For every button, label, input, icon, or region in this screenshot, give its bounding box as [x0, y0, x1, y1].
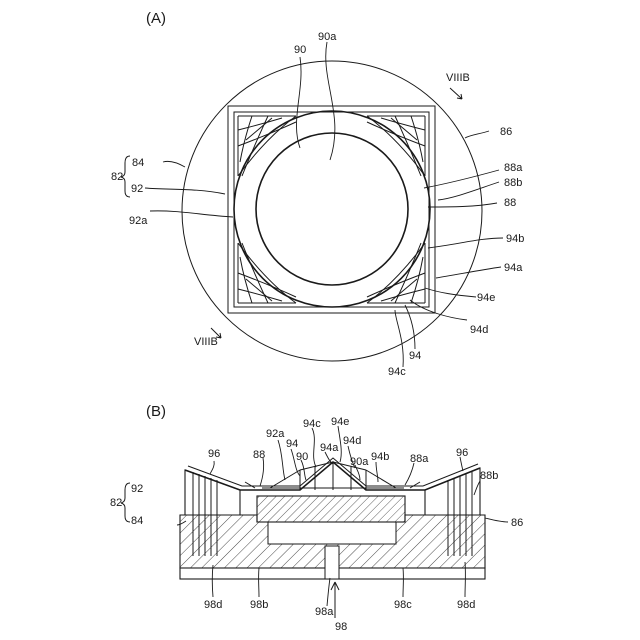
- label-a-94c: 94c: [388, 366, 406, 378]
- label-b-94a: 94a: [320, 442, 339, 454]
- ring-inner: [256, 133, 408, 285]
- label-b-90a: 90a: [350, 456, 369, 468]
- corner-lattice-tl: [238, 116, 296, 176]
- label-b-94: 94: [286, 438, 298, 450]
- label-b-98a: 98a: [315, 606, 334, 618]
- label-b-90: 90: [296, 451, 308, 463]
- wafer-90: [257, 496, 405, 522]
- label-b-86: 86: [511, 517, 523, 529]
- label-b-94c: 94c: [303, 418, 321, 430]
- panel-a: (A): [111, 10, 524, 378]
- label-b-98: 98: [335, 621, 347, 633]
- label-b-92a: 92a: [266, 428, 285, 440]
- label-b-98c: 98c: [394, 599, 412, 611]
- label-b-88b: 88b: [480, 470, 498, 482]
- brace-b: [121, 483, 130, 522]
- panel-b: (B): [110, 403, 523, 633]
- label-b-88a: 88a: [410, 453, 429, 465]
- central-cavity: [268, 522, 396, 544]
- label-b-82: 82: [110, 497, 122, 509]
- label-a-86: 86: [500, 126, 512, 138]
- section-mark-bottom: VIIIB: [194, 336, 218, 348]
- label-b-94d: 94d: [343, 435, 361, 447]
- label-b-94e: 94e: [331, 416, 349, 428]
- section-mark-top: VIIIB: [446, 72, 470, 84]
- label-a-94a: 94a: [504, 262, 523, 274]
- section-arrow-top: [450, 88, 462, 99]
- leaders-a: [145, 42, 503, 367]
- label-b-92: 92: [131, 483, 143, 495]
- label-a-92: 92: [131, 183, 143, 195]
- panel-a-label: (A): [146, 10, 166, 27]
- label-b-98d-left: 98d: [204, 599, 222, 611]
- label-b-96-left: 96: [208, 448, 220, 460]
- label-a-92a: 92a: [129, 215, 148, 227]
- square-frame-outer: [228, 106, 435, 313]
- label-a-94: 94: [409, 350, 421, 362]
- label-b-94b: 94b: [371, 451, 389, 463]
- label-a-88b: 88b: [504, 177, 522, 189]
- shaft-98a: [325, 546, 339, 579]
- label-a-94d: 94d: [470, 324, 488, 336]
- corner-lattice-bl: [238, 243, 296, 303]
- ring-outer: [234, 111, 430, 307]
- label-a-94e: 94e: [477, 292, 495, 304]
- label-a-94b: 94b: [506, 233, 524, 245]
- label-a-84: 84: [132, 157, 144, 169]
- label-b-98d-right: 98d: [457, 599, 475, 611]
- label-a-90: 90: [294, 44, 306, 56]
- brace-a: [121, 156, 130, 197]
- label-a-90a: 90a: [318, 31, 337, 43]
- panel-b-label: (B): [146, 403, 166, 420]
- label-a-88: 88: [504, 197, 516, 209]
- label-b-96-right: 96: [456, 447, 468, 459]
- label-b-88: 88: [253, 449, 265, 461]
- label-b-98b: 98b: [250, 599, 268, 611]
- label-b-84: 84: [131, 515, 143, 527]
- corner-lattice-br: [367, 243, 425, 303]
- label-a-88a: 88a: [504, 162, 523, 174]
